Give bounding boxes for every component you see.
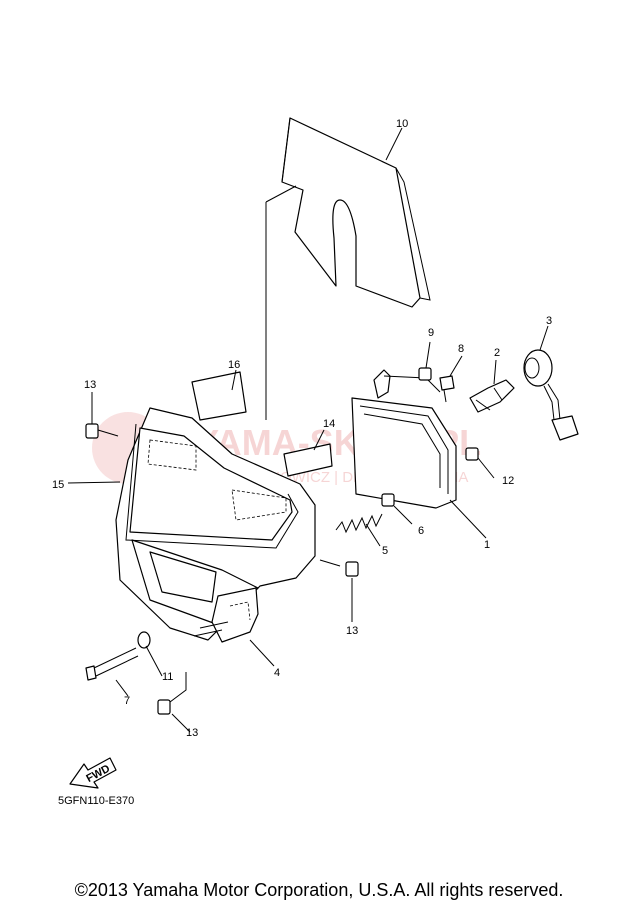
part-12-grommet: [465, 447, 479, 461]
part-10-plate: [281, 117, 431, 308]
callout-10: 10: [396, 118, 408, 130]
callout-6: 6: [418, 525, 424, 537]
callout-5: 5: [382, 545, 388, 557]
inner-dashed-outline: [147, 439, 287, 521]
callout-13-top: 13: [84, 379, 96, 391]
part-13-bolt-a: [85, 423, 119, 439]
part-5-spring: [335, 513, 383, 534]
part-16-label: [191, 371, 247, 421]
part-2-bulb: [469, 379, 515, 413]
callout-14: 14: [323, 418, 335, 430]
callout-3: 3: [546, 315, 552, 327]
copyright-notice: ©2013 Yamaha Motor Corporation, U.S.A. A…: [74, 880, 564, 900]
part-11-collar: [137, 631, 151, 649]
part-3-socket-cord: [523, 349, 579, 441]
callout-13-mid: 13: [346, 625, 358, 637]
callout-2: 2: [494, 347, 500, 359]
callout-15: 15: [52, 479, 64, 491]
part-13-bolt-b: [319, 559, 359, 577]
part-4-headlight-stay: [193, 587, 259, 643]
leader-lines: [67, 127, 549, 733]
part-13-bolt-c: [157, 672, 187, 715]
part-9-socket: [418, 367, 432, 381]
callout-12: 12: [502, 475, 514, 487]
callout-9: 9: [428, 327, 434, 339]
diagram-code: 5GFN110-E370: [58, 795, 135, 807]
callout-16: 16: [228, 359, 240, 371]
part-7-bolt: [85, 647, 139, 681]
callout-8: 8: [458, 343, 464, 355]
callout-13-bottom: 13: [186, 727, 198, 739]
part-1-headlight-unit: [351, 369, 457, 509]
fwd-label: FWD: [84, 763, 112, 785]
callout-7: 7: [124, 695, 130, 707]
fwd-arrow-icon: FWD: [69, 757, 117, 789]
callout-labels: 10 16 14 13 15 9 8 2 3 12 6 1 5 13 4 11 …: [52, 118, 552, 739]
callout-11: 11: [162, 671, 173, 683]
part-14-label: [283, 443, 333, 477]
part-8-screw: [439, 375, 455, 403]
callout-1: 1: [484, 539, 490, 551]
part-6-grommet: [381, 493, 395, 507]
callout-4: 4: [274, 667, 280, 679]
